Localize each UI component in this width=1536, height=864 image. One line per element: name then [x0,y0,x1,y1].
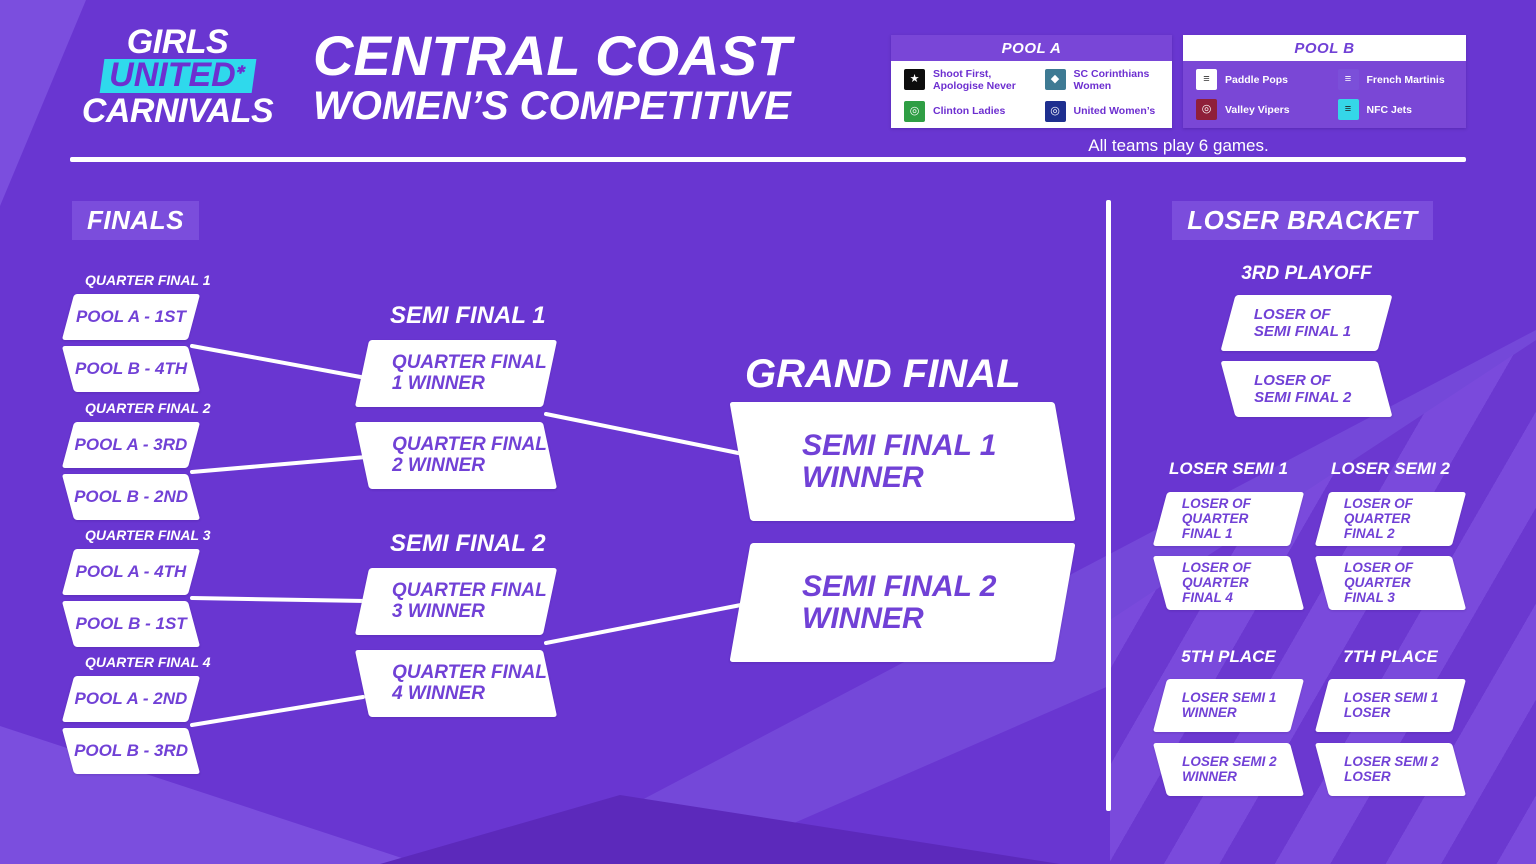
match-slot-qf4-top: POOL A - 2ND [61,676,201,722]
team-logo-glyph: ◎ [909,104,920,117]
pool-a-title: POOL A [1001,39,1062,57]
team-logo: ≡ [1337,69,1359,90]
match-slot-sf1-bottom: QUARTER FINAL 2 WINNER [354,422,558,489]
fifth-place-label: 5TH PLACE [1181,647,1276,666]
match-slot-qf1-bottom: POOL B - 4TH [61,346,201,392]
match-slot-qf2-bottom: POOL B - 2ND [61,474,201,520]
connector-qf2-sf1 [190,455,368,474]
connector-qf4-sf2 [190,695,365,727]
match-slot-gf-bottom: SEMI FINAL 2 WINNER [729,543,1076,662]
team-logo-glyph: ◎ [1201,103,1212,115]
match-slot-7th-bottom: LOSER SEMI 2 LOSER [1314,743,1467,796]
match-slot-sf2-top: QUARTER FINAL 3 WINNER [354,568,558,635]
team-row: ◆ SC Corinthians Women [1032,68,1173,92]
match-slot-qf4-bottom: POOL B - 3RD [61,728,201,774]
team-logo-glyph: ◎ [1050,104,1060,117]
girls-united-carnivals-logo: GIRLS UNITED✱ CARNIVALS [70,23,285,130]
team-name: Valley Vipers [1225,103,1290,116]
match-slot-ls2-bottom: LOSER OF QUARTER FINAL 3 [1314,556,1467,610]
pool-b-header: POOL B [1183,35,1466,61]
finals-title: FINALS [87,205,184,235]
quarter-final-2-label: QUARTER FINAL 2 [85,400,211,416]
team-logo-glyph: ◆ [1050,73,1060,85]
match-slot-qf3-bottom: POOL B - 1ST [61,601,201,647]
quarter-final-3-label: QUARTER FINAL 3 [85,527,211,543]
header-divider [70,157,1466,162]
page-title-line2: WOMEN’S COMPETITIVE [313,84,791,128]
third-playoff-label: 3RD PLAYOFF [1241,263,1372,284]
pool-a-teams: ★ Shoot First, Apologise Never ◆ SC Cori… [891,61,1172,128]
match-slot-3rd-top: LOSER OF SEMI FINAL 1 [1220,295,1393,351]
team-name: Paddle Pops [1225,73,1289,86]
loser-bracket-section-header: LOSER BRACKET [1172,201,1433,240]
team-logo: ★ [904,69,925,90]
match-slot-ls1-bottom: LOSER OF QUARTER FINAL 4 [1152,556,1305,610]
loser-semi-2-label: LOSER SEMI 2 [1330,459,1451,478]
grand-final-label: GRAND FINAL [745,352,1021,396]
team-name: United Women’s [1073,105,1156,117]
pool-b-teams: ≡ Paddle Pops ≡ French Martinis ◎ Valley… [1183,61,1466,128]
team-row: ◎ Valley Vipers [1183,99,1325,120]
team-name: Shoot First, Apologise Never [933,67,1016,92]
loser-semi-1-label: LOSER SEMI 1 [1168,459,1289,478]
team-logo-glyph: ≡ [1203,73,1210,85]
team-name: French Martinis [1366,73,1445,86]
connector-sf1-gf [544,412,750,457]
team-logo: ≡ [1196,69,1217,90]
match-slot-5th-bottom: LOSER SEMI 2 WINNER [1152,743,1305,796]
team-logo-glyph: ≡ [1344,73,1352,85]
team-row: ★ Shoot First, Apologise Never [891,68,1032,92]
logo-line-girls: GIRLS [126,23,229,61]
team-logo: ◆ [1044,69,1066,90]
match-slot-5th-top: LOSER SEMI 1 WINNER [1152,679,1305,732]
seventh-place-label: 7TH PLACE [1343,647,1438,666]
team-row: ≡ French Martinis [1325,69,1467,90]
team-logo-glyph: ≡ [1344,103,1352,115]
match-slot-ls2-top: LOSER OF QUARTER FINAL 2 [1314,492,1467,546]
logo-line-united: UNITED✱ [99,56,256,94]
team-logo: ◎ [904,100,925,122]
match-slot-sf2-bottom: QUARTER FINAL 4 WINNER [354,650,558,717]
finals-section-header: FINALS [72,201,199,240]
team-row: ≡ Paddle Pops [1183,69,1325,90]
match-slot-ls1-top: LOSER OF QUARTER FINAL 1 [1152,492,1305,546]
semi-final-1-label: SEMI FINAL 1 [390,302,546,329]
match-slot-7th-top: LOSER SEMI 1 LOSER [1314,679,1467,732]
team-logo-glyph: ★ [909,73,920,85]
team-name: SC Corinthians Women [1073,67,1150,92]
pool-a-panel: POOL A ★ Shoot First, Apologise Never ◆ … [891,35,1172,128]
connector-sf2-gf [544,602,748,645]
team-row: ◎ Clinton Ladies [891,100,1032,122]
logo-flower-mark: ✱ [235,64,245,77]
loser-bracket-title: LOSER BRACKET [1187,205,1418,235]
team-name: NFC Jets [1366,103,1413,116]
team-row: ≡ NFC Jets [1325,99,1467,120]
quarter-final-4-label: QUARTER FINAL 4 [85,654,211,670]
team-logo: ≡ [1337,99,1359,120]
quarter-final-1-label: QUARTER FINAL 1 [85,272,211,288]
logo-line-carnivals: CARNIVALS [81,91,274,130]
match-slot-gf-top: SEMI FINAL 1 WINNER [729,402,1076,521]
team-row: ◎ United Women’s [1032,100,1173,122]
page-title-line1: CENTRAL COAST [313,24,792,87]
match-slot-3rd-bottom: LOSER OF SEMI FINAL 2 [1220,361,1393,417]
match-slot-sf1-top: QUARTER FINAL 1 WINNER [354,340,558,407]
note-text: All teams play 6 games. [1088,136,1269,155]
semi-final-2-label: SEMI FINAL 2 [390,530,546,557]
match-slot-qf3-top: POOL A - 4TH [61,549,201,595]
team-logo: ◎ [1196,99,1217,120]
pool-b-panel: POOL B ≡ Paddle Pops ≡ French Martinis ◎… [1183,35,1466,128]
team-name: Clinton Ladies [933,105,1006,117]
connector-qf3-sf2 [190,596,368,603]
match-slot-qf1-top: POOL A - 1ST [61,294,201,340]
connector-qf1-sf1 [190,344,368,380]
pool-a-header: POOL A [891,35,1172,61]
section-divider [1106,200,1111,811]
pool-b-title: POOL B [1294,39,1355,57]
team-logo: ◎ [1044,100,1066,122]
match-slot-qf2-top: POOL A - 3RD [61,422,201,468]
